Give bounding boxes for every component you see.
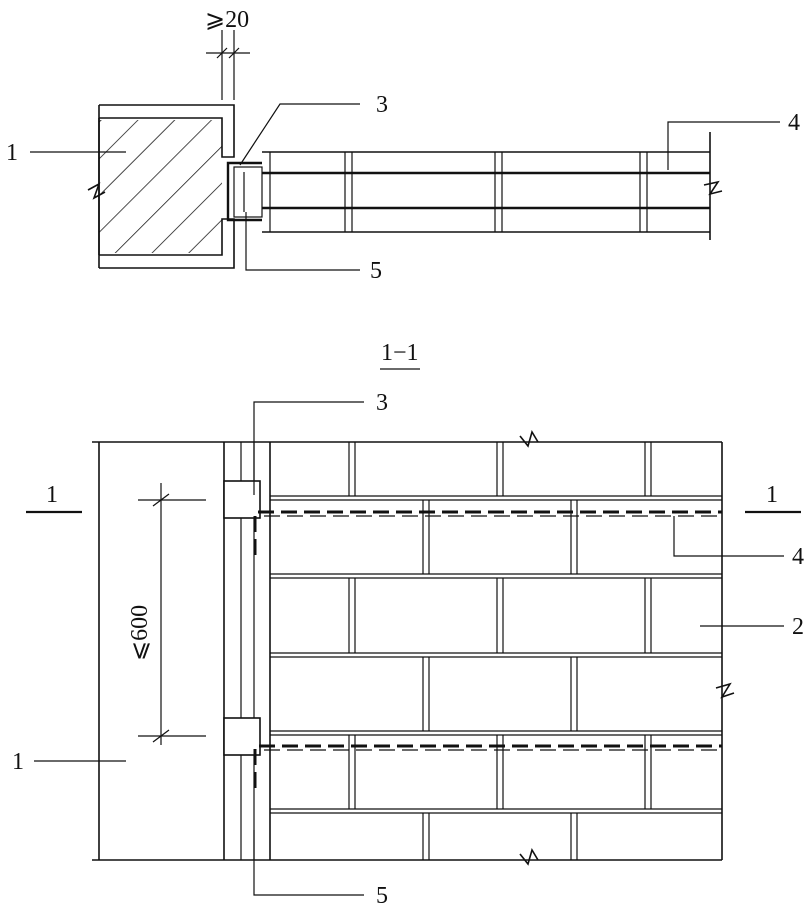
block-wall-plan — [262, 132, 723, 240]
spacing-dimension-label: ⩽600 — [127, 605, 153, 661]
dimension-min-20: ⩾20 — [205, 7, 250, 100]
elevation-callout-2: 2 — [792, 614, 804, 640]
lower-anchor-connector — [223, 717, 722, 788]
upper-anchor-connector — [223, 480, 722, 555]
plan-callouts: 1 3 4 5 — [6, 92, 800, 284]
elevation-callout-3: 3 — [376, 390, 388, 416]
elevation-callout-1: 1 — [12, 749, 24, 775]
plan-callout-1: 1 — [6, 140, 18, 166]
elevation-callout-4: 4 — [792, 544, 804, 570]
block-masonry — [270, 442, 722, 860]
section-title-group: 1−1 — [380, 340, 420, 370]
plan-view: ⩾20 — [6, 7, 800, 284]
concrete-column-plan — [87, 104, 235, 269]
section-mark-left: 1 — [46, 482, 58, 508]
section-mark-right: 1 — [766, 482, 778, 508]
section-cut-marks: 1 1 — [26, 482, 801, 514]
section-title: 1−1 — [381, 340, 419, 366]
dimension-min-20-label: ⩾20 — [205, 7, 249, 33]
wall-right-boundary — [715, 442, 735, 860]
spacing-dimension: ⩽600 — [127, 483, 206, 745]
elevation-view: ⩽600 1 1 1 2 3 4 5 — [12, 390, 804, 909]
plan-callout-4: 4 — [788, 110, 800, 136]
elevation-callouts: 1 2 3 4 5 — [12, 390, 804, 909]
elevation-callout-5: 5 — [376, 883, 388, 909]
anchor-connector-plan — [226, 161, 263, 222]
plan-callout-3: 3 — [376, 92, 388, 118]
plan-callout-5: 5 — [370, 258, 382, 284]
